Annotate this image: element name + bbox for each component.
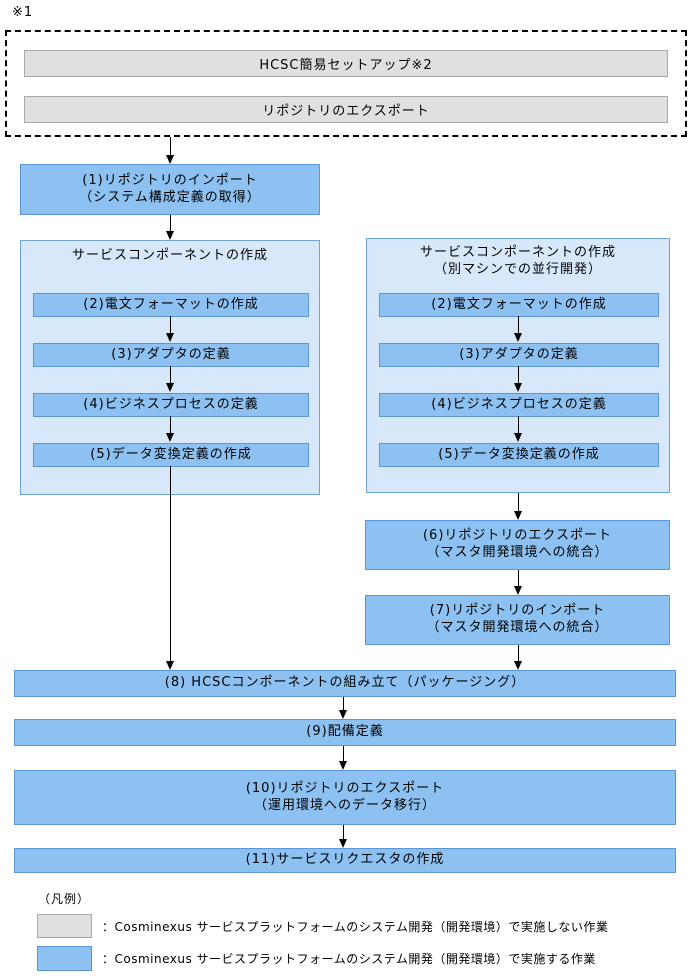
arrow-setup-to-step1 xyxy=(165,137,175,164)
hcsc-easy-setup-box: HCSC簡易セットアップ※2 xyxy=(24,50,668,77)
arrow-step9-to-step10 xyxy=(338,746,348,770)
arrow-down-icon xyxy=(166,661,174,670)
arrow-down-icon xyxy=(339,839,347,848)
right-step5-box: (5)データ変換定義の作成 xyxy=(379,443,659,467)
arrow-down-icon xyxy=(339,710,347,719)
left-service-component-group: サービスコンポーネントの作成 (2)電文フォーマットの作成 (3)アダプタの定義… xyxy=(20,240,320,495)
step6-line2: （マスタ開発環境への統合） xyxy=(426,545,609,560)
arrow-step1-to-left-group xyxy=(165,215,175,240)
arrow-down-icon xyxy=(514,586,522,595)
arrow-right-step3-4 xyxy=(513,366,523,392)
step10-line1: (10)リポジトリのエクスポート xyxy=(245,780,445,796)
right-step3-box: (3)アダプタの定義 xyxy=(379,343,659,367)
arrow-step7-to-step8 xyxy=(513,645,523,670)
right-step2-box: (2)電文フォーマットの作成 xyxy=(379,293,659,317)
arrow-down-icon xyxy=(514,383,522,392)
arrow-left-step3-4 xyxy=(165,366,175,392)
legend-blue-swatch xyxy=(37,946,92,971)
arrow-right-step2-3 xyxy=(513,316,523,342)
left-step5-box: (5)データ変換定義の作成 xyxy=(33,443,309,467)
left-step2-box: (2)電文フォーマットの作成 xyxy=(33,293,309,317)
right-group-title-line1: サービスコンポーネントの作成 xyxy=(419,245,616,260)
step10-box: (10)リポジトリのエクスポート （運用環境へのデータ移行） xyxy=(14,770,676,825)
note-ref-label: ※1 xyxy=(12,5,34,20)
arrow-down-icon xyxy=(166,383,174,392)
arrow-left-group-to-step8 xyxy=(165,466,175,670)
step7-line1: (7)リポジトリのインポート xyxy=(429,603,606,619)
arrow-down-icon xyxy=(514,333,522,342)
arrow-left-step2-3 xyxy=(165,316,175,342)
arrow-right-group-to-step6 xyxy=(513,493,523,520)
legend-item-performed: ：Cosminexus サービスプラットフォームのシステム開発（開発環境）で実施… xyxy=(37,946,596,971)
legend-label-not-performed: ：Cosminexus サービスプラットフォームのシステム開発（開発環境）で実施… xyxy=(102,919,609,934)
step1-line1: (1)リポジトリのインポート xyxy=(82,172,258,188)
step8-box: (8) HCSCコンポーネントの組み立て（パッケージング） xyxy=(14,670,676,697)
arrow-step6-to-step7 xyxy=(513,570,523,595)
right-step4-box: (4)ビジネスプロセスの定義 xyxy=(379,393,659,417)
step6-box: (6)リポジトリのエクスポート （マスタ開発環境への統合） xyxy=(365,520,670,570)
left-group-title: サービスコンポーネントの作成 xyxy=(71,248,268,263)
step6-line1: (6)リポジトリのエクスポート xyxy=(422,528,613,544)
left-step3-box: (3)アダプタの定義 xyxy=(33,343,309,367)
arrow-step10-to-step11 xyxy=(338,825,348,848)
left-step4-box: (4)ビジネスプロセスの定義 xyxy=(33,393,309,417)
external-work-group: HCSC簡易セットアップ※2 リポジトリのエクスポート xyxy=(5,30,687,137)
arrow-down-icon xyxy=(514,433,522,442)
arrow-down-icon xyxy=(166,333,174,342)
arrow-down-icon xyxy=(166,433,174,442)
legend-gray-swatch xyxy=(37,914,92,938)
step9-box: (9)配備定義 xyxy=(14,719,676,746)
step11-box: (11)サービスリクエスタの作成 xyxy=(14,848,676,873)
repository-export-box: リポジトリのエクスポート xyxy=(24,96,668,123)
arrow-down-icon xyxy=(166,231,174,240)
arrow-down-icon xyxy=(339,761,347,770)
right-service-component-group: サービスコンポーネントの作成 （別マシンでの並行開発） (2)電文フォーマットの… xyxy=(366,238,670,493)
arrow-left-step4-5 xyxy=(165,416,175,442)
step1-box: (1)リポジトリのインポート （システム構成定義の取得） xyxy=(20,164,320,215)
arrow-down-icon xyxy=(166,155,174,164)
arrow-down-icon xyxy=(514,511,522,520)
arrow-right-step4-5 xyxy=(513,416,523,442)
arrow-down-icon xyxy=(514,661,522,670)
step7-line2: （マスタ開発環境への統合） xyxy=(426,620,609,635)
arrow-step8-to-step9 xyxy=(338,697,348,719)
right-group-title-line2: （別マシンでの並行開発） xyxy=(433,262,602,277)
legend-label-performed: ：Cosminexus サービスプラットフォームのシステム開発（開発環境）で実施… xyxy=(102,952,596,966)
step10-line2: （運用環境へのデータ移行） xyxy=(253,797,436,813)
legend-item-not-performed: ：Cosminexus サービスプラットフォームのシステム開発（開発環境）で実施… xyxy=(37,914,608,938)
step7-box: (7)リポジトリのインポート （マスタ開発環境への統合） xyxy=(365,595,670,645)
legend-title: （凡例） xyxy=(38,892,91,906)
step1-line2: （システム構成定義の取得） xyxy=(79,189,261,205)
